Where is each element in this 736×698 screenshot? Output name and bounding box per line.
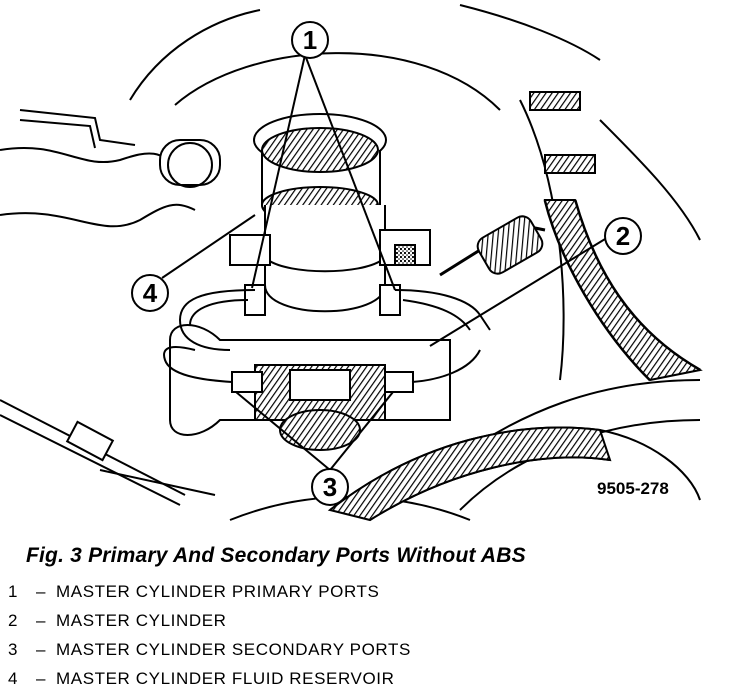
master-cylinder-illustration: 1 2 3 4 9505-278 <box>0 4 703 522</box>
legend-item: 4–MASTER CYLINDER FLUID RESERVOIR <box>8 669 395 688</box>
legend-item: 1–MASTER CYLINDER PRIMARY PORTS <box>8 582 380 601</box>
callout-3: 3 <box>311 468 349 506</box>
legend-item: 2–MASTER CYLINDER <box>8 611 227 630</box>
svg-text:3: 3 <box>323 472 337 502</box>
svg-text:2: 2 <box>616 221 630 251</box>
callout-2: 2 <box>604 217 642 255</box>
callout-4: 4 <box>131 274 169 312</box>
svg-text:1: 1 <box>303 25 317 55</box>
callout-1: 1 <box>291 21 329 59</box>
figure-caption: Fig. 3 Primary And Secondary Ports Witho… <box>26 544 526 567</box>
figure-code: 9505-278 <box>597 479 669 498</box>
legend-item: 3–MASTER CYLINDER SECONDARY PORTS <box>8 640 411 659</box>
svg-text:4: 4 <box>143 278 158 308</box>
legend-list: 1–MASTER CYLINDER PRIMARY PORTS 2–MASTER… <box>8 582 411 698</box>
